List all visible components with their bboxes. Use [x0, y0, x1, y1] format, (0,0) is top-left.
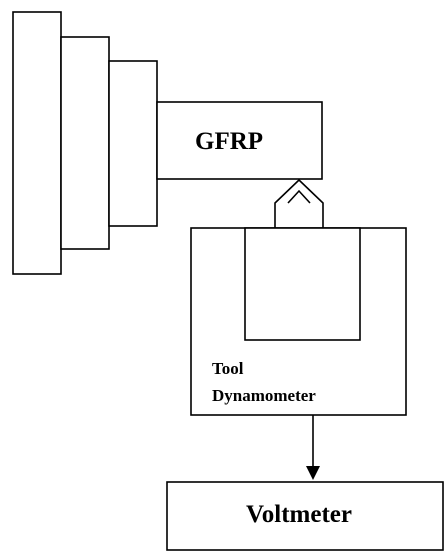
- tool-dynamometer: Tool Dynamometer: [190, 227, 407, 416]
- dynamometer-label-line1: Tool: [212, 359, 244, 378]
- chuck-step-1: [12, 11, 62, 275]
- signal-arrow: [306, 415, 320, 480]
- voltmeter-label: Voltmeter: [246, 501, 352, 528]
- cutting-tool: [274, 178, 324, 228]
- gfrp-label: GFRP: [195, 128, 263, 155]
- tool-holder-slot: [244, 227, 361, 341]
- spindle-chuck: [12, 11, 158, 275]
- gfrp-workpiece: GFRP: [156, 101, 323, 180]
- dynamometer-label-line2: Dynamometer: [212, 386, 316, 405]
- gfrp-block: [156, 101, 323, 180]
- voltmeter: Voltmeter: [166, 481, 444, 551]
- chuck-step-3: [108, 60, 158, 227]
- tool-tip-inner: [287, 189, 311, 204]
- voltmeter-block: [166, 481, 444, 551]
- arrow-head: [306, 466, 320, 480]
- chuck-step-2: [60, 36, 110, 250]
- tool-tip-outline: [274, 178, 324, 228]
